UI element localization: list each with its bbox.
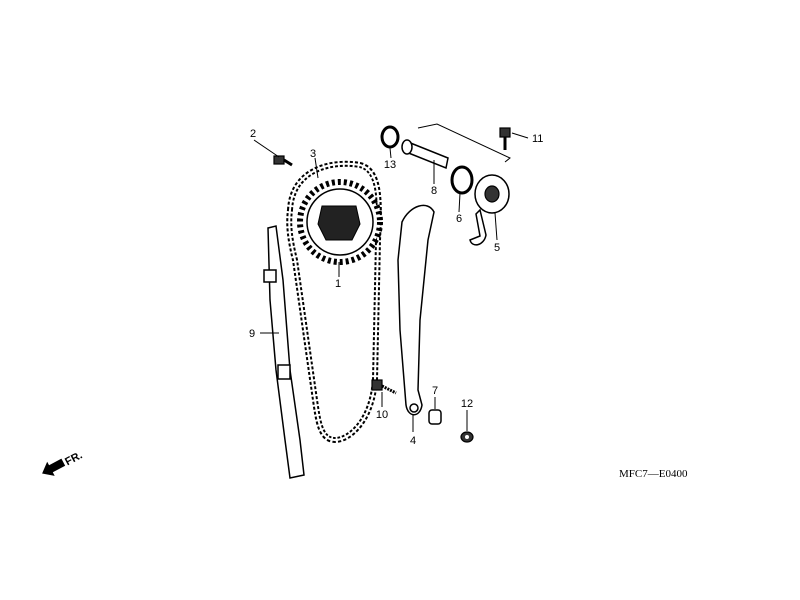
callout-10: 10 (376, 409, 388, 421)
diagram-code: MFC7—E0400 (619, 468, 688, 480)
callout-2: 2 (250, 128, 256, 140)
leader-lines (253, 132, 529, 432)
cam-sprocket (297, 179, 383, 265)
bolt-11 (499, 127, 511, 150)
tensioner-lifter-5 (469, 174, 510, 246)
washer-12 (460, 431, 474, 443)
bolt-2 (273, 155, 293, 167)
cam-chain-guide (263, 225, 305, 479)
callout-4: 4 (410, 435, 416, 447)
callout-6: 6 (456, 213, 462, 225)
callout-9: 9 (249, 328, 255, 340)
assembly-bracket-line (417, 123, 511, 163)
bolt-10 (371, 379, 397, 395)
collar-7 (428, 409, 442, 425)
cam-chain (286, 160, 382, 444)
callout-11: 11 (532, 133, 543, 145)
pivot-pin-8 (401, 139, 449, 170)
callout-13: 13 (384, 159, 396, 171)
callout-3: 3 (310, 148, 316, 160)
front-marker-label: FR. (63, 449, 84, 468)
callout-7: 7 (432, 385, 438, 397)
spring-6 (450, 165, 474, 195)
callout-1: 1 (335, 278, 341, 290)
cam-chain-tensioner-arm (397, 204, 435, 416)
o-ring-13 (380, 125, 400, 149)
callout-8: 8 (431, 185, 437, 197)
callout-5: 5 (494, 242, 500, 254)
front-direction-arrow-icon: FR. (42, 449, 84, 476)
callout-12: 12 (461, 398, 473, 410)
